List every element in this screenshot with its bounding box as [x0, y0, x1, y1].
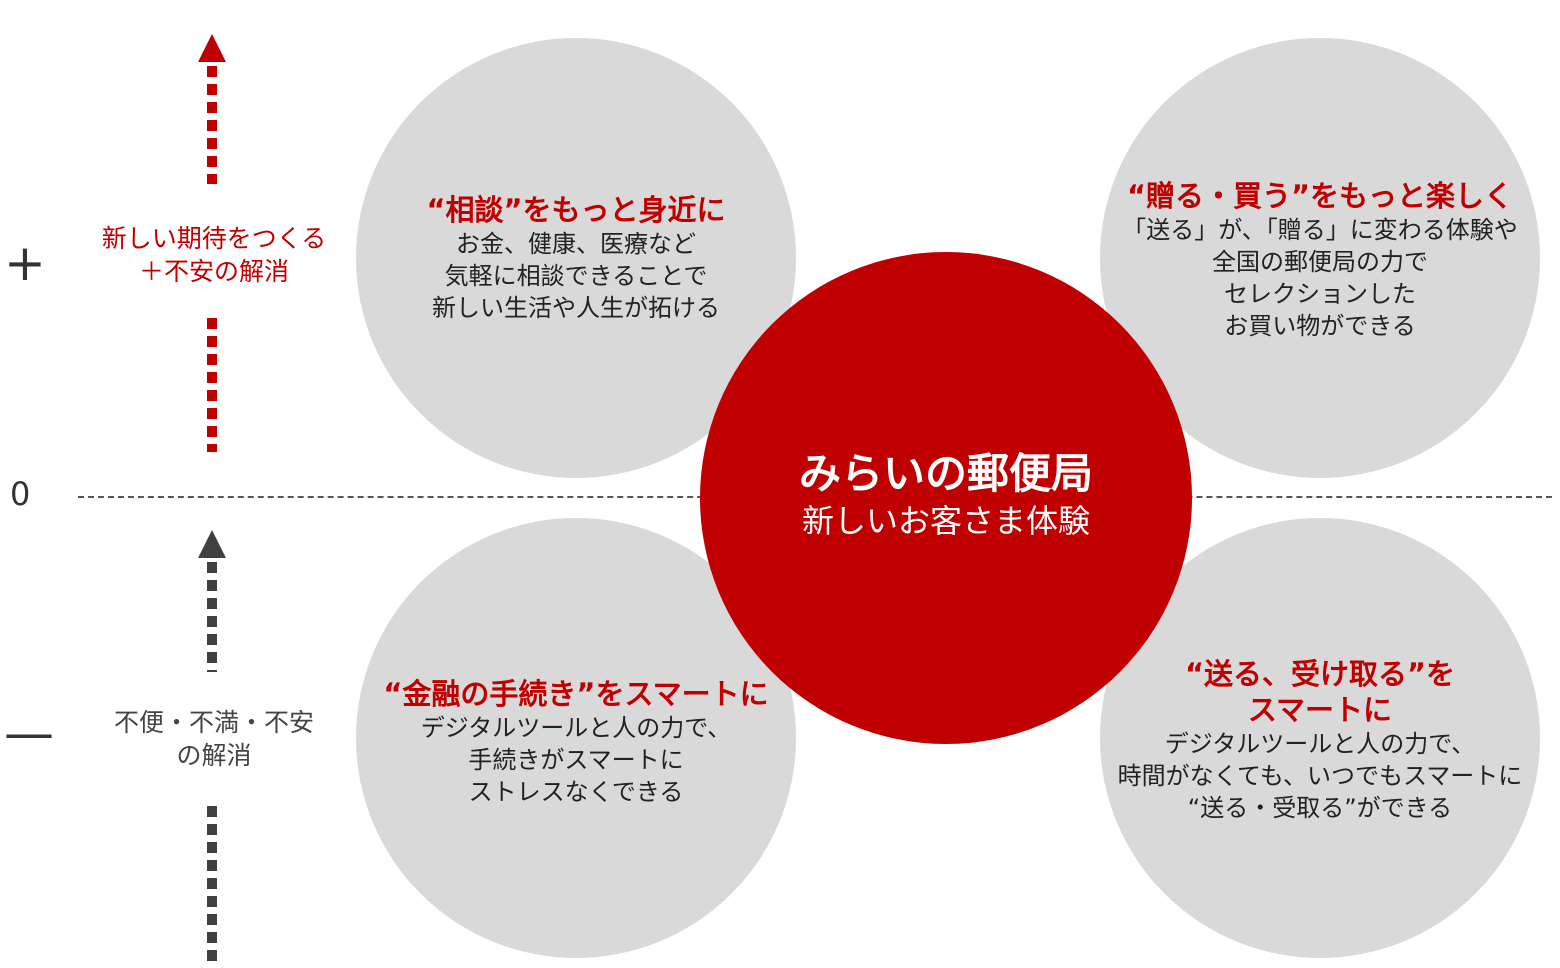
send-line-3: “送る・受取る”ができる — [1187, 794, 1453, 822]
minus-sign: — — [4, 704, 54, 762]
send-title-line-1: “送る、受け取る”を — [1184, 657, 1456, 691]
consult-text-block: “相談”をもっと身近に お金、健康、医療など 気軽に相談できることで 新しい生活… — [346, 192, 806, 324]
center-title: みらいの郵便局 — [798, 449, 1093, 498]
finance-title: “金融の手続き”をスマートに — [383, 677, 769, 711]
minus-axis-label-line-2: の解消 — [176, 741, 252, 770]
plus-axis-label-line-2: ＋不安の解消 — [138, 257, 289, 286]
up-arrow-head-red — [198, 34, 226, 62]
consult-line-1: お金、健康、医療など — [456, 230, 696, 258]
send-title-line-2: スマートに — [1247, 693, 1393, 727]
finance-text-block: “金融の手続き”をスマートに デジタルツールと人の力で、 手続きがスマートに ス… — [346, 676, 806, 808]
gift-title: “贈る・買う”をもっと楽しく — [1126, 179, 1514, 213]
plus-axis-label: 新しい期待をつくる ＋不安の解消 — [60, 222, 368, 288]
zero-sign: 0 — [10, 475, 31, 513]
finance-line-3: ストレスなくできる — [468, 778, 684, 806]
consult-line-2: 気軽に相談できることで — [444, 262, 708, 290]
gift-text-block: “贈る・買う”をもっと楽しく 「送る」が、「贈る」に変わる体験や 全国の郵便局の… — [1080, 178, 1560, 342]
gift-line-2: 全国の郵便局の力で — [1212, 248, 1428, 276]
send-line-1: デジタルツールと人の力で、 — [1164, 730, 1476, 758]
consult-title: “相談”をもっと身近に — [426, 193, 726, 227]
gift-line-3: セレクションした — [1224, 280, 1416, 308]
send-text-block: “送る、受け取る”を スマートに デジタルツールと人の力で、 時間がなくても、い… — [1080, 656, 1560, 824]
up-arrow-head-dark — [198, 530, 226, 558]
plus-sign: + — [4, 234, 46, 292]
finance-line-2: 手続きがスマートに — [468, 746, 684, 774]
consult-line-3: 新しい生活や人生が拓ける — [432, 294, 720, 322]
gift-line-4: お買い物ができる — [1224, 312, 1416, 340]
send-line-2: 時間がなくても、いつでもスマートに — [1117, 762, 1523, 790]
center-subtitle: 新しいお客さま体験 — [801, 502, 1090, 540]
gift-line-1: 「送る」が、「贈る」に変わる体験や — [1122, 216, 1518, 244]
minus-axis-label-line-1: 不便・不満・不安 — [113, 708, 314, 737]
finance-line-1: デジタルツールと人の力で、 — [420, 714, 732, 742]
minus-axis-label: 不便・不満・不安 の解消 — [60, 706, 368, 772]
center-text-block: みらいの郵便局 新しいお客さま体験 — [700, 448, 1192, 542]
center-circle — [700, 252, 1192, 744]
plus-axis-label-line-1: 新しい期待をつくる — [101, 224, 327, 253]
